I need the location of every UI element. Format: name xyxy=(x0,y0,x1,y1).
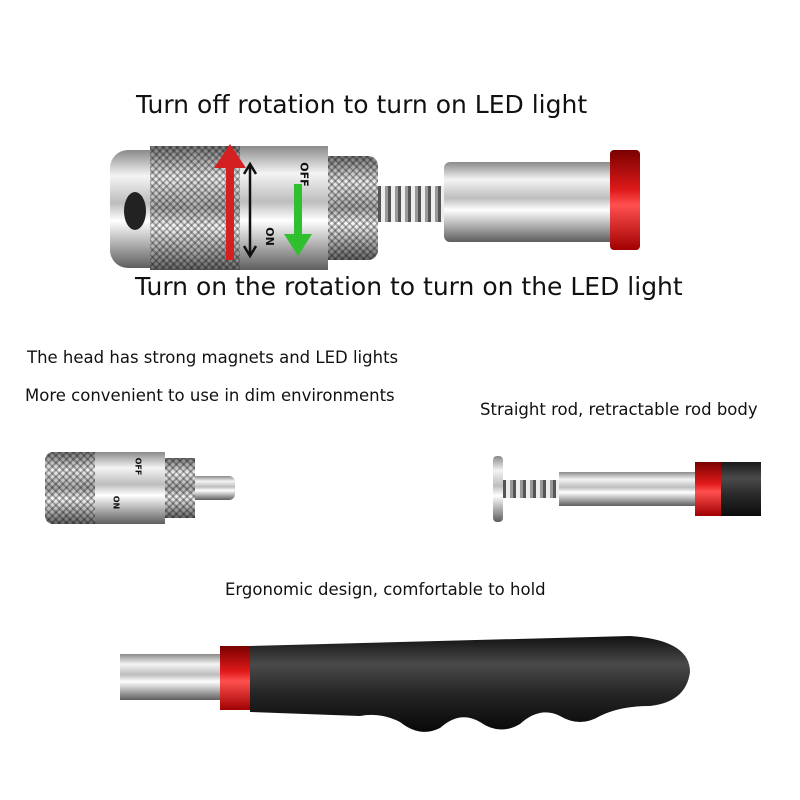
small-on-label: ON xyxy=(111,495,121,510)
rod-head-disc xyxy=(493,456,503,522)
retractable-rod-image xyxy=(493,456,763,522)
double-arrow-icon xyxy=(242,161,258,259)
foam-grip xyxy=(250,636,690,732)
caption-turn-off: Turn off rotation to turn on LED light xyxy=(136,90,588,119)
rod-red-collar xyxy=(695,462,721,516)
caption-turn-on: Turn on the rotation to turn on the LED … xyxy=(135,272,683,301)
ergonomic-caption: Ergonomic design, comfortable to hold xyxy=(225,580,546,599)
rod-section xyxy=(444,162,624,242)
rod-grip xyxy=(721,462,761,516)
rotate-off-arrow-icon xyxy=(214,144,246,260)
small-collar xyxy=(95,452,165,524)
small-knurl xyxy=(45,452,95,524)
rotate-on-arrow-icon xyxy=(284,184,312,256)
red-collar xyxy=(610,150,640,250)
rear-knurl xyxy=(328,156,378,260)
small-head-image: ON OFF xyxy=(45,450,240,526)
off-label: OFF xyxy=(297,162,311,187)
spring-joint xyxy=(378,186,444,222)
on-label: ON xyxy=(262,227,276,246)
small-off-label: OFF xyxy=(133,457,143,476)
handle-red-collar xyxy=(220,646,254,710)
rod-segments xyxy=(503,480,559,498)
handle-rod xyxy=(120,654,225,700)
magnetic-head-closeup: ON OFF xyxy=(110,140,650,272)
rod-tube xyxy=(559,472,699,506)
rod-caption: Straight rod, retractable rod body xyxy=(480,400,758,419)
head-feature-line2: More convenient to use in dim environmen… xyxy=(25,386,395,405)
led-lens xyxy=(124,192,146,230)
ergonomic-handle-image xyxy=(120,632,695,738)
small-stem xyxy=(195,476,235,500)
head-feature-line1: The head has strong magnets and LED ligh… xyxy=(27,348,399,367)
small-rear-knurl xyxy=(165,458,195,518)
